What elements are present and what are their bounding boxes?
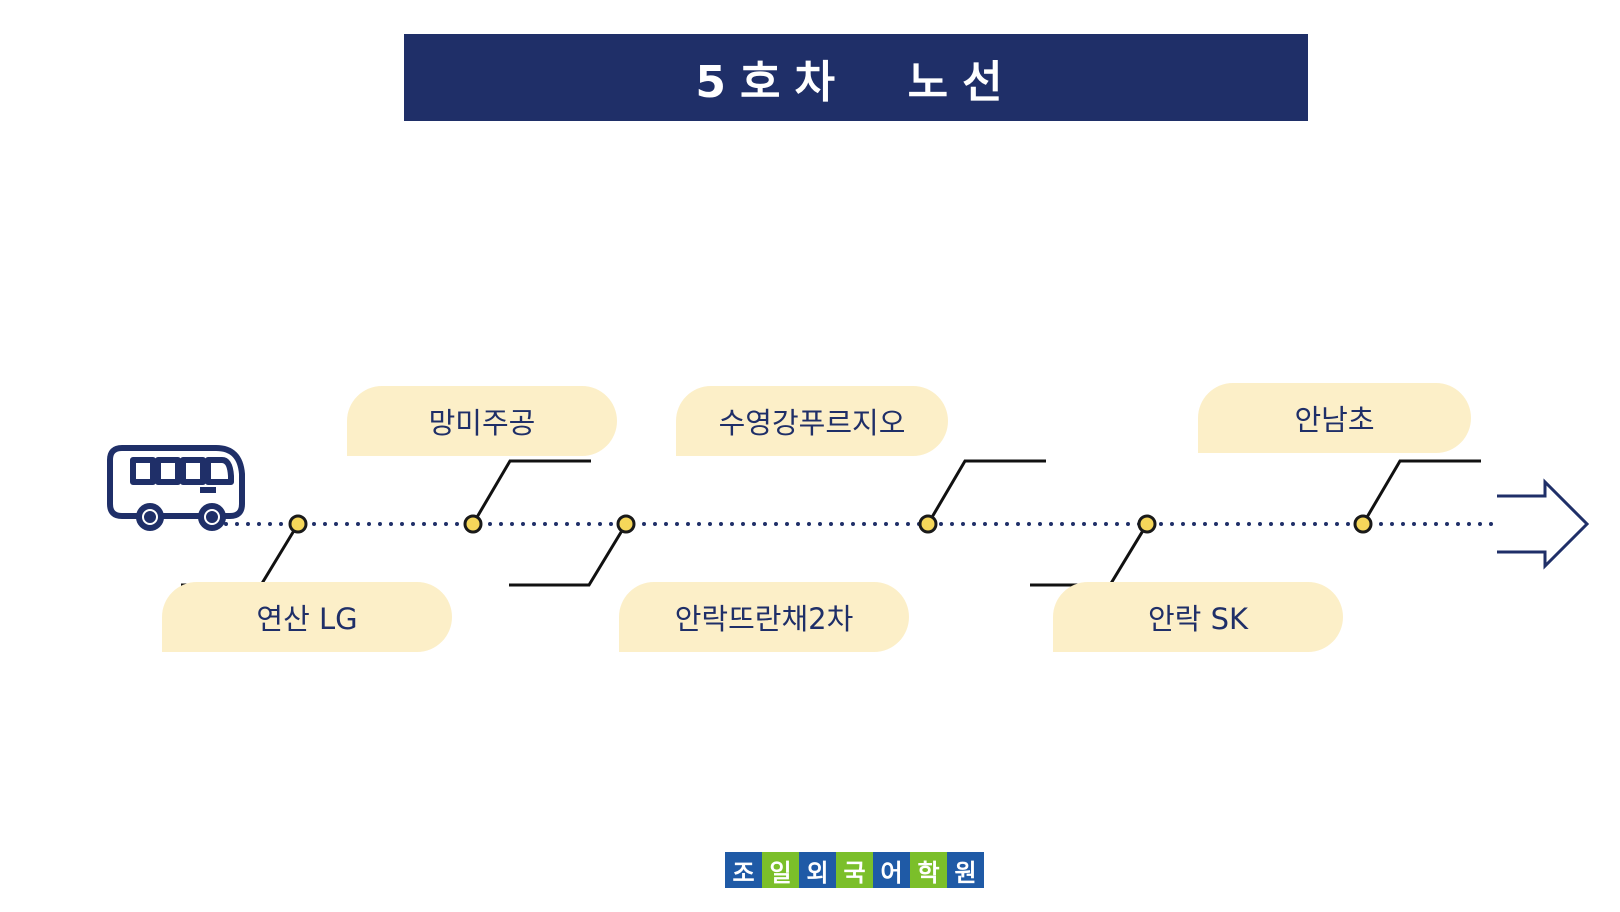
logo-character: 일 [762,852,799,888]
stop-leader-line [181,523,300,587]
bus-icon [107,445,245,531]
stop-marker [288,514,308,534]
stop-marker [616,514,636,534]
stop-marker [918,514,938,534]
stop-marker [1137,514,1157,534]
stop-leader-line [1030,523,1149,587]
page-title: 5호차 노선 [695,56,1017,108]
stop-leader-line [471,459,591,525]
arrow-right-icon [1497,478,1590,570]
stop-label: 안락뜨란채2차 [619,582,909,652]
stop-leader-line [926,459,1046,525]
logo-character: 국 [836,852,873,888]
title-banner: 5호차 노선 [404,34,1308,121]
logo-character: 학 [910,852,947,888]
stop-label: 수영강푸르지오 [676,386,948,456]
stop-label: 안락 SK [1053,582,1343,652]
stop-marker [463,514,483,534]
stop-leader-line [509,523,628,587]
logo-character: 조 [725,852,762,888]
logo-character: 원 [947,852,984,888]
stop-marker [1353,514,1373,534]
logo-character: 외 [799,852,836,888]
logo-character: 어 [873,852,910,888]
stop-label: 연산 LG [162,582,452,652]
stop-leader-line [1361,459,1481,525]
stop-label: 안남초 [1198,383,1471,453]
stop-label: 망미주공 [347,386,617,456]
